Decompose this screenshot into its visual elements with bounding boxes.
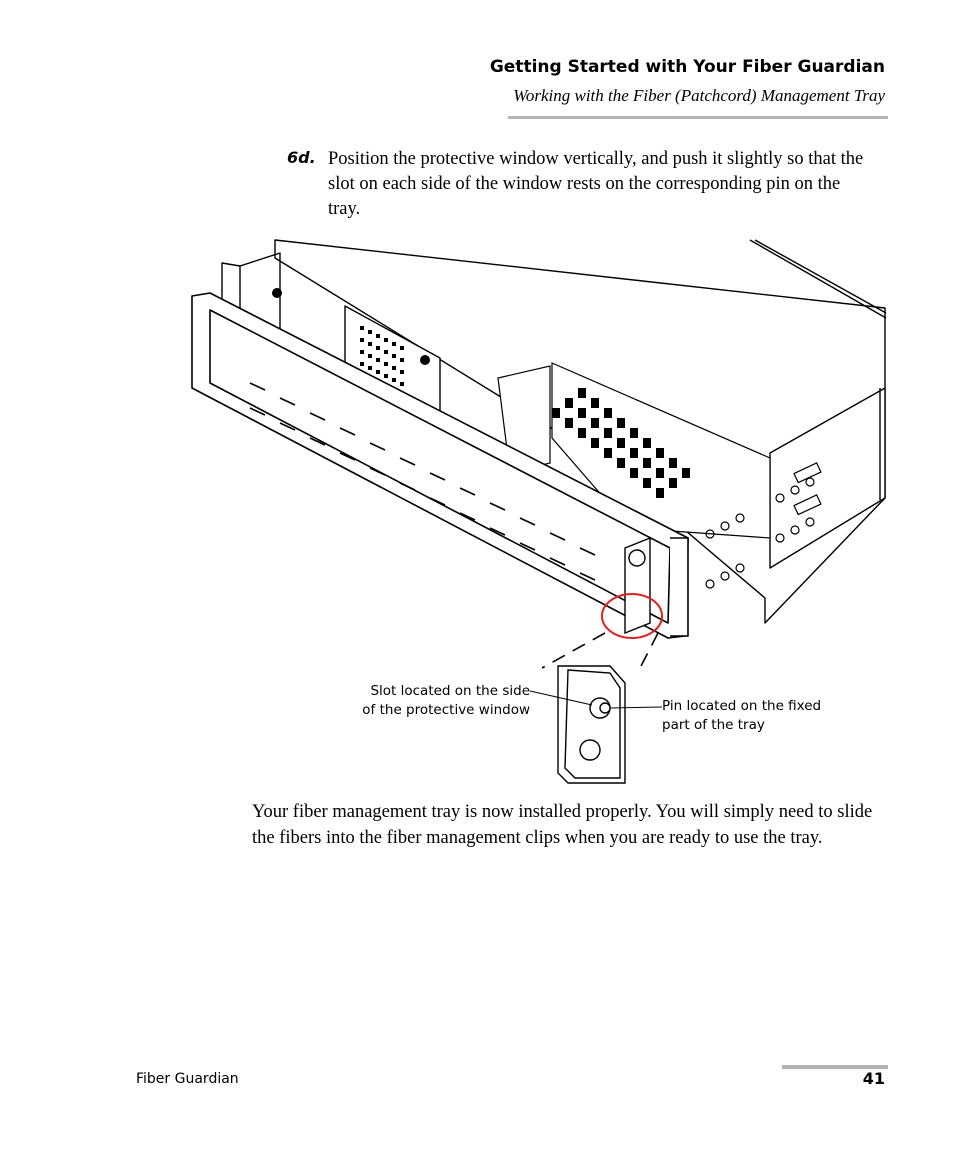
callout-leaders	[529, 690, 663, 709]
detail-view	[557, 665, 626, 784]
detail-pin	[599, 702, 611, 714]
pin-callout: Pin located on the fixed part of the tra…	[662, 697, 862, 735]
vent-holes	[272, 288, 430, 386]
step-instruction: Position the protective window verticall…	[328, 149, 864, 219]
slot-callout-line2: of the protective window	[362, 702, 530, 718]
panel-holes	[705, 462, 822, 589]
pin-callout-line2: part of the tray	[662, 717, 765, 733]
connector-ports	[552, 388, 690, 498]
slot-pin-highlight	[601, 593, 663, 639]
tray-right-bracket	[624, 536, 651, 635]
pin-callout-line1: Pin located on the fixed	[662, 698, 822, 714]
slot-callout: Slot located on the side of the protecti…	[340, 682, 530, 720]
tray-slots	[249, 382, 596, 581]
detail-projection-lines	[541, 632, 659, 669]
page-header-subtitle: Working with the Fiber (Patchcord) Manag…	[513, 86, 885, 105]
footer-rule	[782, 1065, 888, 1069]
tray-installation-illustration	[191, 239, 887, 784]
page-number: 41	[862, 1069, 885, 1088]
body-paragraph: Your fiber management tray is now instal…	[252, 802, 873, 848]
page-header-title: Getting Started with Your Fiber Guardian	[489, 57, 885, 77]
slot-callout-line1: Slot located on the side	[370, 683, 530, 699]
step-number: 6d.	[287, 148, 316, 167]
header-rule	[508, 116, 888, 119]
protective-window	[191, 292, 689, 639]
footer-product-name: Fiber Guardian	[136, 1071, 239, 1087]
